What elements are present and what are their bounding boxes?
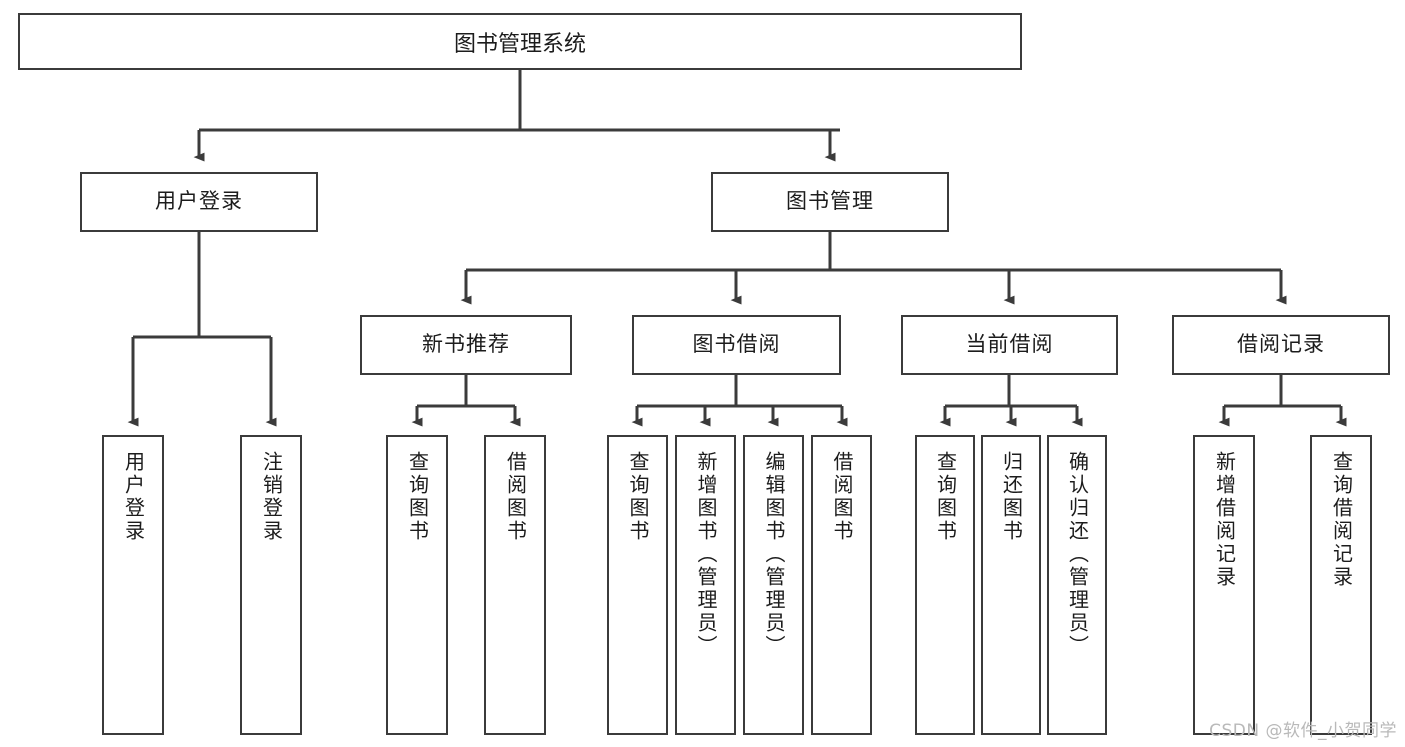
- leaf-record-add-record[interactable]: 新增借阅记录: [1193, 435, 1255, 735]
- node-root-book-management-system[interactable]: 图书管理系统: [18, 13, 1022, 70]
- leaf-record-query-record[interactable]: 查询借阅记录: [1310, 435, 1372, 735]
- node-new-book-recommend[interactable]: 新书推荐: [360, 315, 572, 375]
- node-user-login[interactable]: 用户登录: [80, 172, 318, 232]
- leaf-borrow-borrow-book[interactable]: 借阅图书: [811, 435, 872, 735]
- node-label: 用户登录: [155, 189, 243, 214]
- leaf-label: 归还图书: [999, 451, 1024, 543]
- node-label: 图书管理: [786, 189, 874, 214]
- leaf-label: 查询图书: [405, 451, 430, 543]
- leaf-borrow-query-book[interactable]: 查询图书: [607, 435, 668, 735]
- leaf-label: 编辑图书（管理员）: [762, 451, 786, 658]
- node-label: 借阅记录: [1237, 332, 1325, 357]
- leaf-current-confirm-return-admin[interactable]: 确认归还（管理员）: [1047, 435, 1107, 735]
- leaf-borrow-edit-book-admin[interactable]: 编辑图书（管理员）: [743, 435, 804, 735]
- node-label: 当前借阅: [965, 332, 1054, 357]
- leaf-user-login-login[interactable]: 用户登录: [102, 435, 164, 735]
- watermark: CSDN @软件_小贺同学: [1209, 721, 1397, 741]
- leaf-label: 查询图书: [933, 451, 958, 543]
- node-label: 新书推荐: [422, 332, 510, 357]
- leaf-borrow-add-book-admin[interactable]: 新增图书（管理员）: [675, 435, 736, 735]
- node-label: 图书管理系统: [453, 31, 586, 57]
- node-book-management[interactable]: 图书管理: [711, 172, 949, 232]
- node-current-borrow[interactable]: 当前借阅: [901, 315, 1118, 375]
- leaf-current-query-book[interactable]: 查询图书: [915, 435, 975, 735]
- node-borrow-record[interactable]: 借阅记录: [1172, 315, 1390, 375]
- leaf-label: 查询图书: [626, 451, 650, 543]
- leaf-label: 注销登录: [259, 451, 284, 543]
- leaf-label: 查询借阅记录: [1329, 451, 1354, 589]
- node-label: 图书借阅: [692, 332, 781, 357]
- node-book-borrow[interactable]: 图书借阅: [632, 315, 841, 375]
- leaf-current-return-book[interactable]: 归还图书: [981, 435, 1041, 735]
- leaf-label: 借阅图书: [830, 451, 854, 543]
- leaf-user-login-logout[interactable]: 注销登录: [240, 435, 302, 735]
- leaf-new-book-borrow-book[interactable]: 借阅图书: [484, 435, 546, 735]
- leaf-label: 借阅图书: [503, 451, 528, 543]
- leaf-label: 新增借阅记录: [1212, 451, 1237, 589]
- leaf-label: 用户登录: [121, 451, 146, 543]
- leaf-label: 新增图书（管理员）: [694, 451, 718, 658]
- leaf-new-book-query-book[interactable]: 查询图书: [386, 435, 448, 735]
- leaf-label: 确认归还（管理员）: [1065, 451, 1090, 658]
